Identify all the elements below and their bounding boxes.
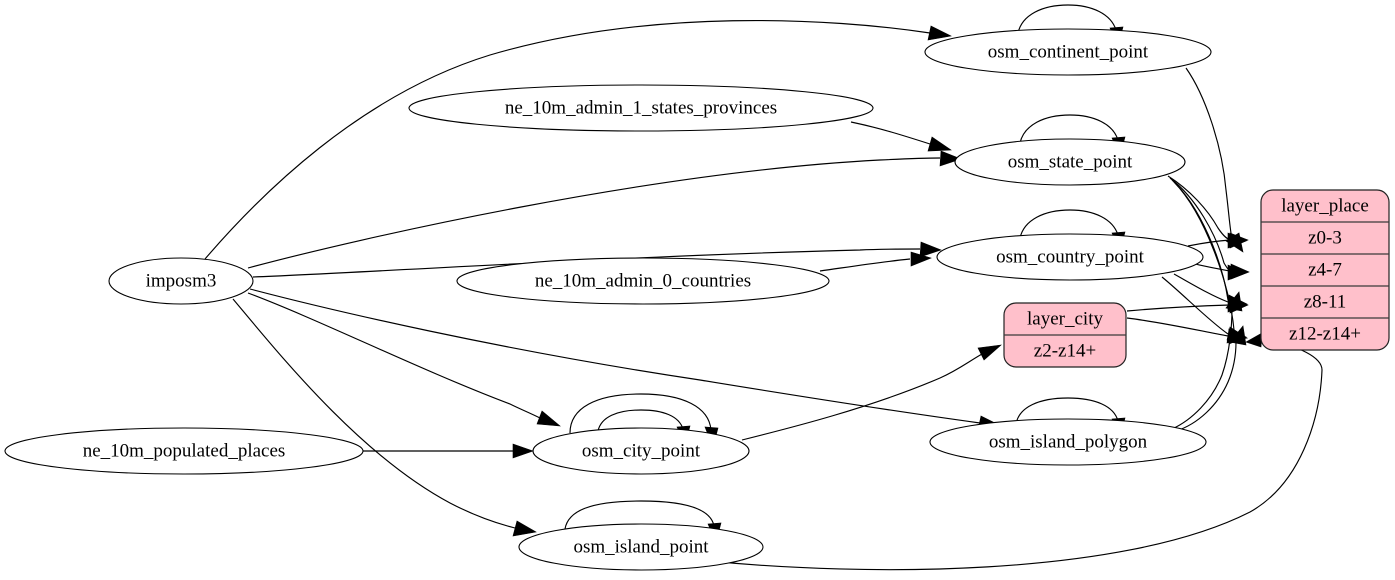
record-node-layer-place[interactable]: layer_place z0-3 z4-7 z8-11 z12-z14+ — [1260, 189, 1390, 351]
edge-imposm3-to-osm-island-point — [232, 298, 537, 537]
edge-osm-island-polygon-to-layer-place-z12-z14 — [1175, 325, 1247, 432]
node-ne-10m-admin-0-countries[interactable]: ne_10m_admin_0_countries — [456, 257, 830, 305]
node-osm-country-point-label: osm_country_point — [996, 246, 1144, 267]
node-ne-admin1-label: ne_10m_admin_1_states_provinces — [505, 97, 777, 118]
node-osm-city-point[interactable]: osm_city_point — [532, 427, 750, 475]
node-osm-state-point[interactable]: osm_state_point — [954, 138, 1186, 186]
node-ne-admin0-label: ne_10m_admin_0_countries — [535, 270, 751, 291]
record-layer-place-row-z0-3[interactable]: z0-3 — [1308, 227, 1342, 248]
node-osm-country-point[interactable]: osm_country_point — [936, 233, 1204, 281]
node-osm-continent-point[interactable]: osm_continent_point — [924, 28, 1212, 76]
record-layer-city-row-0[interactable]: z2-z14+ — [1034, 340, 1096, 361]
record-layer-place-row-z4-7[interactable]: z4-7 — [1308, 259, 1342, 280]
record-layer-place-row-z12-z14[interactable]: z12-z14+ — [1289, 323, 1361, 344]
edge-imposm3-to-osm-continent-point — [204, 19, 952, 260]
edge-ne-admin0-to-osm-country-point — [819, 251, 932, 272]
edge-ne-populated-to-osm-city-point — [363, 443, 534, 459]
node-osm-city-point-label: osm_city_point — [582, 440, 701, 461]
node-osm-island-point[interactable]: osm_island_point — [518, 523, 764, 571]
node-osm-state-point-label: osm_state_point — [1008, 151, 1133, 172]
record-layer-place-title: layer_place — [1281, 195, 1369, 216]
node-osm-island-point-label: osm_island_point — [573, 536, 709, 557]
node-ne-populated-label: ne_10m_populated_places — [83, 440, 286, 461]
edge-osm-city-point-to-layer-city — [741, 344, 1002, 441]
edge-imposm3-to-osm-island-polygon — [249, 288, 1002, 431]
node-layer: imposm3 ne_10m_admin_1_states_provinces … — [4, 28, 1390, 571]
edge-layer-city-to-layer-place-z8-11 — [1126, 297, 1249, 314]
edge-imposm3-to-osm-state-point — [247, 150, 962, 269]
record-node-layer-city[interactable]: layer_city z2-z14+ — [1003, 302, 1127, 368]
node-imposm3[interactable]: imposm3 — [108, 257, 254, 305]
edge-osm-country-point-to-layer-place-z0-3 — [1187, 232, 1249, 249]
node-osm-island-polygon-label: osm_island_polygon — [989, 431, 1148, 452]
node-imposm3-label: imposm3 — [146, 270, 217, 291]
edge-osm-country-point-to-layer-place-z4-7 — [1194, 263, 1250, 280]
edge-layer-city-to-layer-place-z12-z14 — [1126, 317, 1248, 344]
node-osm-island-polygon[interactable]: osm_island_polygon — [929, 418, 1207, 466]
record-layer-city-title: layer_city — [1027, 308, 1103, 329]
edge-imposm3-to-osm-city-point — [247, 292, 561, 427]
node-osm-continent-point-label: osm_continent_point — [988, 41, 1149, 62]
edge-ne-admin1-to-osm-state-point — [850, 121, 952, 152]
record-layer-place-row-z8-11[interactable]: z8-11 — [1304, 291, 1347, 312]
node-ne-10m-populated-places[interactable]: ne_10m_populated_places — [4, 427, 364, 475]
edge-osm-continent-point-to-layer-place-z0-3 — [1185, 67, 1244, 253]
node-ne-10m-admin-1-states-provinces[interactable]: ne_10m_admin_1_states_provinces — [408, 84, 874, 132]
